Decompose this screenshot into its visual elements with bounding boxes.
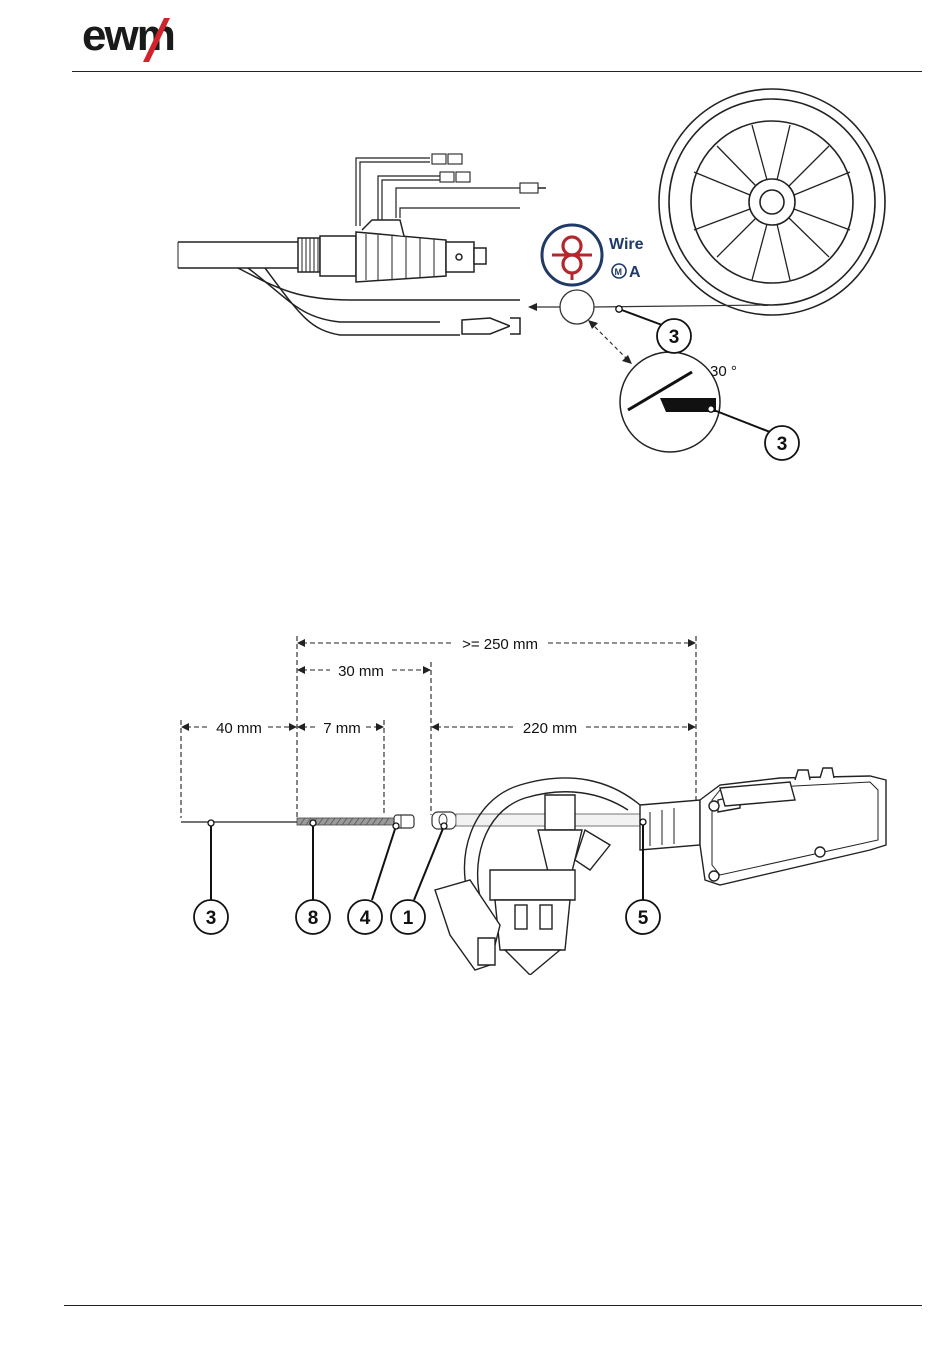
wire-threading-symbol — [542, 225, 602, 285]
wire-label: Wire — [609, 236, 644, 253]
callout-number: 8 — [308, 908, 319, 929]
dimension-mid: 7 mm — [323, 720, 361, 737]
header-rule — [72, 71, 922, 72]
wire-end-detail — [620, 352, 720, 452]
callout-number: 3 — [669, 327, 680, 348]
callout-number: 5 — [638, 908, 649, 929]
dimension-left: 40 mm — [216, 720, 262, 737]
angle-label: 30 ° — [710, 363, 737, 380]
torch-hose-drawing — [178, 154, 546, 335]
callout-number: 3 — [777, 434, 788, 455]
inch-key-badge: M — [615, 267, 623, 277]
callout-number: 4 — [360, 908, 371, 929]
wire-reel-icon — [659, 89, 885, 315]
dimension-right: 220 mm — [523, 720, 577, 737]
welding-torch-drawing — [435, 768, 886, 975]
inch-key-label: A — [629, 264, 641, 281]
footer-rule — [64, 1305, 922, 1306]
dimension-upper: 30 mm — [338, 663, 384, 680]
detail-circle — [560, 290, 594, 324]
wire-feed-figure: Wire M A 30 ° 3 3 — [0, 80, 950, 480]
dimension-arrowheads — [181, 639, 696, 731]
callout-number: 1 — [403, 908, 414, 929]
callout-number: 3 — [206, 908, 217, 929]
ewm-logo: ewm — [80, 12, 215, 66]
liner-dimension-figure: >= 250 mm 30 mm 40 mm 7 mm 220 mm — [0, 625, 950, 975]
dimension-total: >= 250 mm — [462, 636, 538, 653]
